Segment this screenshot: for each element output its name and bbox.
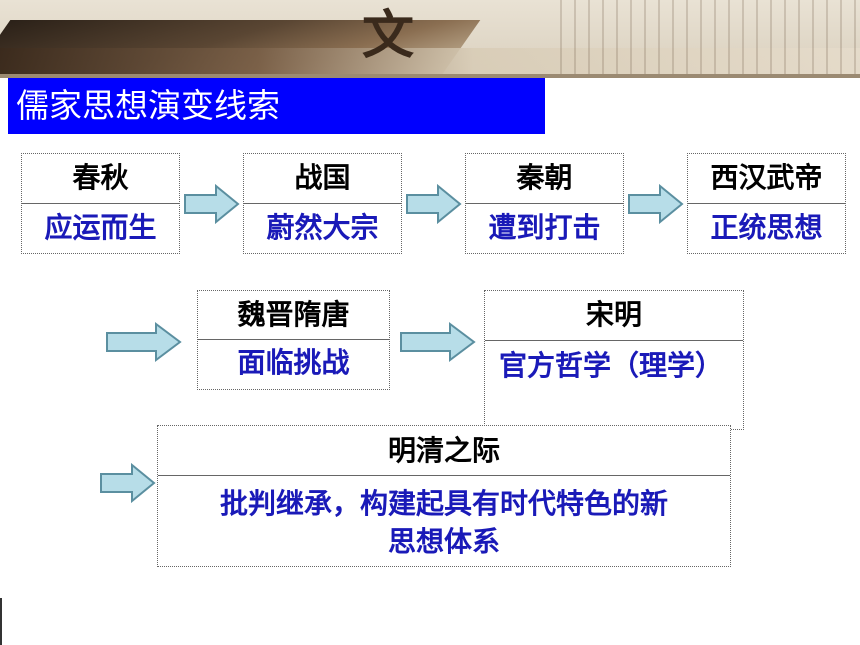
slide-title: 儒家思想演变线索 bbox=[8, 78, 545, 134]
header-banner: 文 bbox=[0, 0, 860, 78]
banner-calligraphy-texture bbox=[560, 0, 860, 78]
banner-edge bbox=[0, 74, 860, 78]
flow-arrow bbox=[400, 322, 476, 362]
stage-card-chunqiu: 春秋 应运而生 bbox=[21, 153, 180, 254]
stage-card-zhanguo: 战国 蔚然大宗 bbox=[243, 153, 402, 254]
stage-period: 宋明 bbox=[485, 291, 743, 341]
stage-desc: 应运而生 bbox=[44, 211, 157, 244]
stage-desc: 官方哲学（理学） bbox=[498, 349, 723, 382]
stage-period: 魏晋隋唐 bbox=[198, 291, 389, 340]
banner-character: 文 bbox=[361, 5, 414, 66]
flow-arrow bbox=[184, 184, 240, 224]
stage-period: 秦朝 bbox=[466, 154, 623, 204]
flow-arrow bbox=[406, 184, 462, 224]
stage-desc-line2: 思想体系 bbox=[387, 525, 500, 558]
stage-desc: 遭到打击 bbox=[488, 211, 601, 244]
stage-period: 春秋 bbox=[22, 154, 179, 204]
slide-edge-mark bbox=[0, 598, 2, 645]
stage-desc-line1: 批判继承，构建起具有时代特色的新 bbox=[219, 487, 668, 520]
stage-card-qin: 秦朝 遭到打击 bbox=[465, 153, 624, 254]
stage-desc: 正统思想 bbox=[710, 211, 823, 244]
stage-period: 战国 bbox=[244, 154, 401, 204]
stage-card-mingqing: 明清之际 批判继承，构建起具有时代特色的新 思想体系 bbox=[157, 425, 731, 567]
stage-card-weijin-suitang: 魏晋隋唐 面临挑战 bbox=[197, 290, 390, 390]
stage-desc: 蔚然大宗 bbox=[266, 211, 379, 244]
stage-card-xihan-wudi: 西汉武帝 正统思想 bbox=[687, 153, 846, 254]
stage-desc: 面临挑战 bbox=[237, 346, 350, 379]
flow-arrow bbox=[628, 184, 684, 224]
stage-period: 明清之际 bbox=[158, 426, 730, 476]
banner-shade bbox=[0, 48, 860, 78]
flow-arrow bbox=[106, 322, 182, 362]
flow-arrow bbox=[100, 463, 156, 503]
stage-period: 西汉武帝 bbox=[688, 154, 845, 204]
stage-card-songming: 宋明 官方哲学（理学） bbox=[484, 290, 744, 430]
